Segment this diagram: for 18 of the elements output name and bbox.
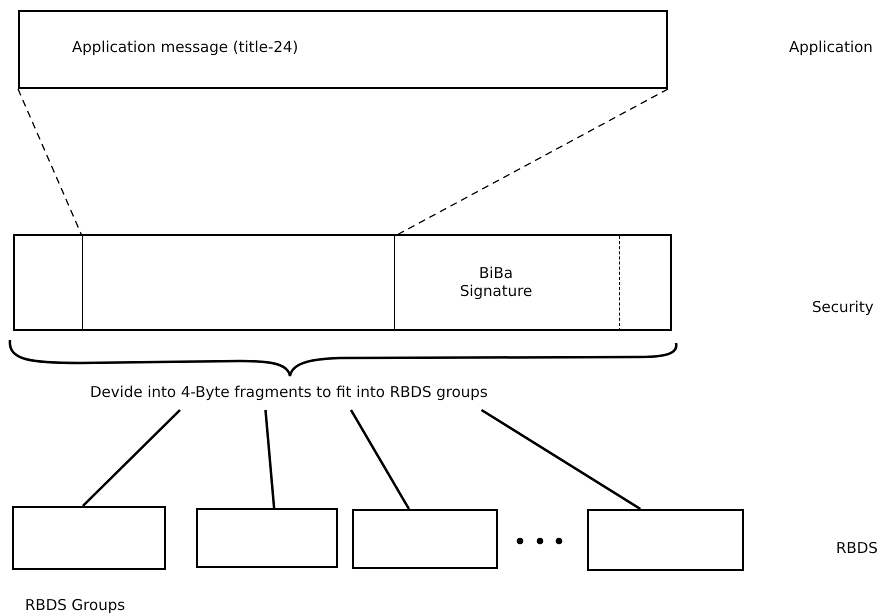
layer-label: RBDS — [836, 539, 878, 557]
instruction-text: Devide into 4-Byte fragments to fit into RBDS groups — [90, 383, 540, 405]
security-bar — [13, 234, 672, 331]
group-box — [587, 509, 744, 571]
layer-label: Application — [789, 38, 873, 56]
label-text: Application message (title-24) — [72, 38, 300, 56]
group-box — [196, 508, 338, 568]
connector-line — [82, 409, 181, 507]
layer-label: Security — [812, 298, 874, 316]
connector-line — [350, 409, 410, 510]
connector-line — [264, 410, 276, 508]
layer-label: RBDS Groups — [25, 596, 126, 614]
group-box — [352, 509, 498, 569]
group-box — [12, 506, 166, 570]
dashed-line — [17, 88, 83, 236]
message-box — [18, 10, 668, 89]
connector-line — [480, 408, 642, 510]
label-text: BiBa Signature — [458, 264, 534, 300]
